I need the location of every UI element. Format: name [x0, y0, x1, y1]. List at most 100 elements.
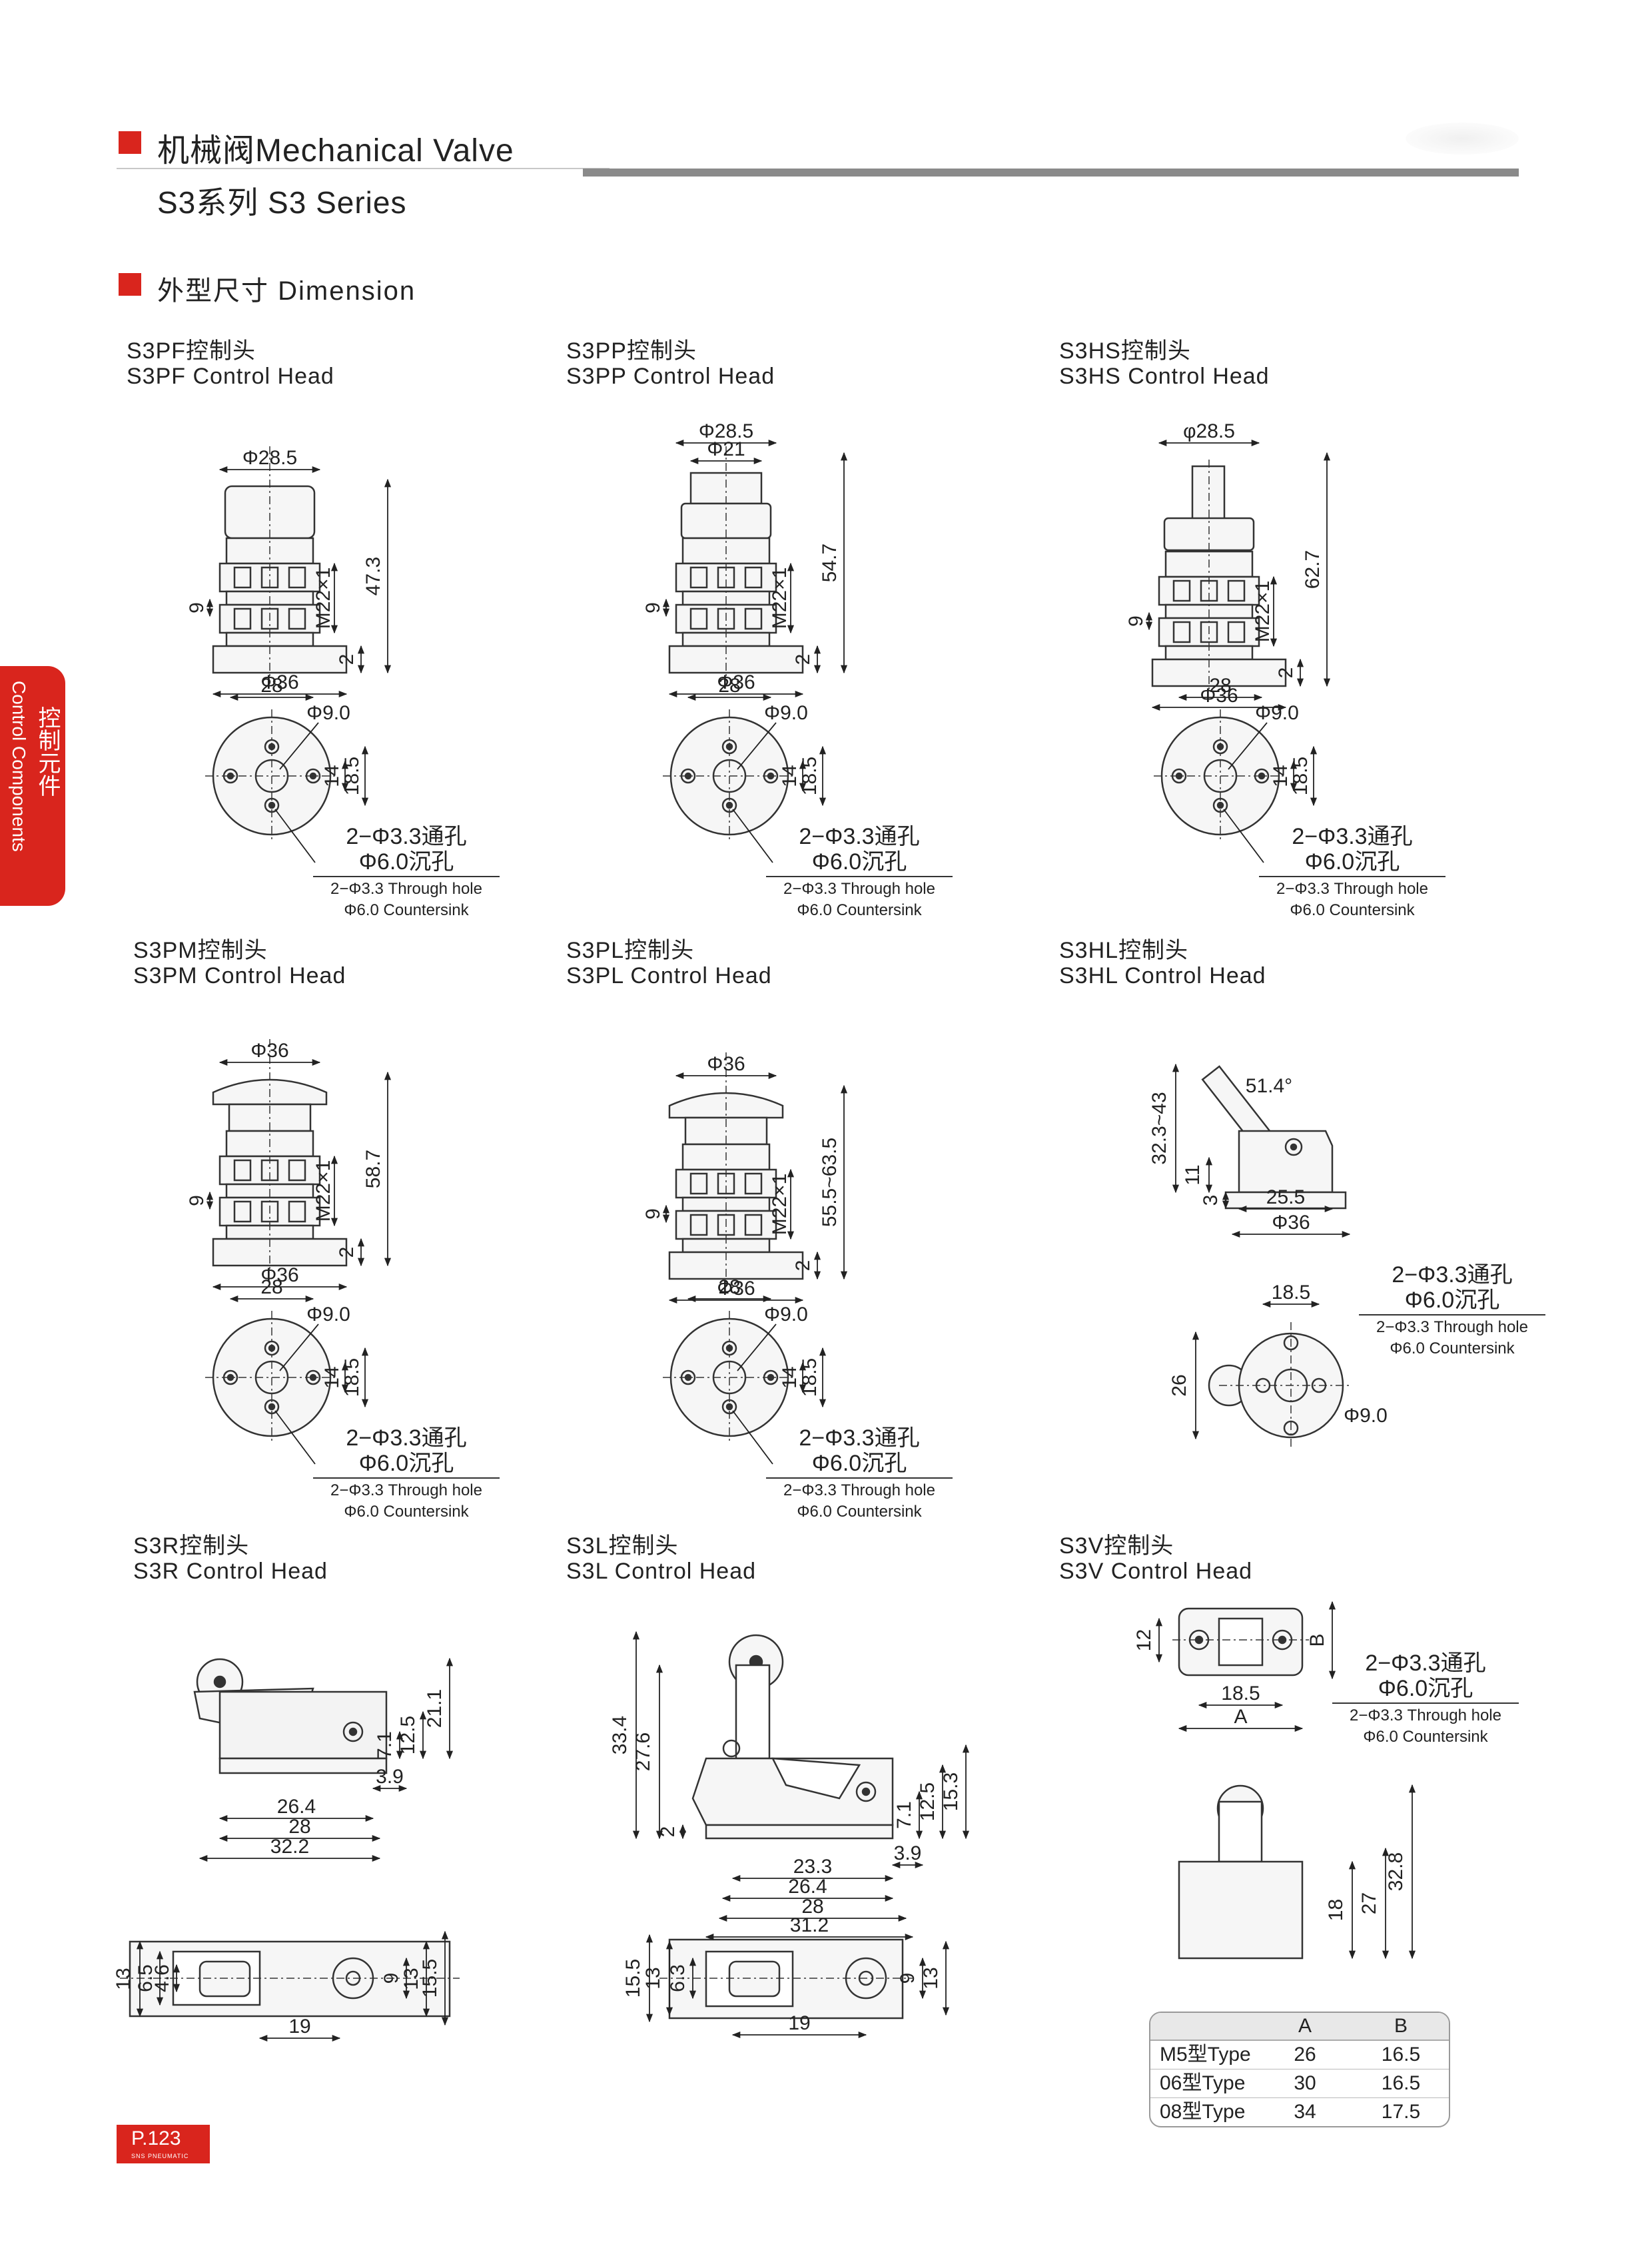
s3pp-top-dia-dim-label: Φ28.5 [699, 420, 753, 442]
s3pl-flange-outline [661, 1309, 797, 1445]
s3pp-hole-note: 2−Φ3.3通孔 Φ6.0沉孔 2−Φ3.3 Through hole Φ6.0… [766, 824, 953, 921]
s3r-125-dim-label: 12.5 [397, 1716, 419, 1754]
s3hl-185-dim-label: 18.5 [1272, 1282, 1310, 1304]
s3pp-side [668, 446, 804, 679]
s3r-28-dim-label: 28 [288, 1816, 310, 1838]
s3pp-flange-14-dim-label: 14 [779, 765, 801, 787]
header-rule-thick [583, 169, 1519, 177]
s3pl-top-dia-dim-label: Φ36 [707, 1053, 745, 1075]
sidebar-tab: Control Components 控制元件 [0, 666, 65, 906]
s3pp-nut-dim-label: 9 [642, 602, 664, 613]
s3v-a-dim-label: A [1234, 1706, 1247, 1728]
sidebar-label-zh: 控制元件 [34, 706, 61, 797]
s3pf-hole-leader [274, 809, 316, 863]
s3l-233-dim-label: 23.3 [793, 1856, 832, 1878]
s3l-2-dim-label: 2 [657, 1826, 679, 1838]
s3l-39-dim-label: 3.9 [894, 1842, 922, 1864]
s3pl-thread-dim-label: M22×1 [769, 1174, 791, 1236]
s3hl-height-dim-label: 32.3~43 [1148, 1092, 1170, 1164]
section-title: 外型尺寸 Dimension [157, 276, 416, 306]
s3pl-flange-14-dim-label: 14 [779, 1366, 801, 1388]
s3hs-knob [1191, 465, 1226, 521]
s3l-155-dim-label: 15.5 [622, 1959, 644, 1998]
s3pl-nut-dim-label: 9 [642, 1208, 664, 1220]
s3hs-base-h-dim-label: 2 [1275, 667, 1297, 679]
s3l-13b-dim-label: 13 [920, 1967, 942, 1989]
s3pf-flange-185-dim-label: 18.5 [341, 757, 363, 795]
s3r-13b-dim-label: 13 [400, 1968, 422, 1990]
type-dimension-table: A B M5型Type 26 16.5 06型Type 30 16.5 08型T… [1149, 2012, 1450, 2127]
s3pm-flange-14-dim-label: 14 [321, 1366, 343, 1388]
s3pp-base [668, 645, 804, 674]
s3hs-flange-w-dim-label: 28 [1209, 675, 1231, 697]
s3pf-nut-dim-label: 9 [186, 602, 208, 613]
s3hl-11-dim-label: 11 [1182, 1164, 1204, 1185]
s3hs-top-dia-dim-label: φ28.5 [1183, 420, 1235, 442]
s3hl-hole-note: 2−Φ3.3通孔 Φ6.0沉孔 2−Φ3.3 Through hole Φ6.0… [1359, 1262, 1545, 1359]
s3l-13-dim-label: 13 [642, 1967, 664, 1989]
s3pm-dia-leader [279, 1323, 319, 1371]
s3pp-thread-dim-label: M22×1 [769, 567, 791, 629]
s3pm-nut-dim-label: 9 [186, 1195, 208, 1206]
s3hs-height-dim-label: 62.7 [1302, 550, 1324, 589]
s3r-46-dim-label: 4.6 [151, 1964, 173, 1992]
s3hl-flange [1208, 1322, 1352, 1449]
s3pm-flange-outline [204, 1309, 340, 1445]
s3l-334-dim-label: 33.4 [609, 1716, 631, 1754]
brand-mark: SNS PNEUMATIC [131, 2153, 189, 2159]
s3pl-side [668, 1052, 804, 1286]
table-row: 08型Type 34 17.5 [1160, 2101, 1421, 2123]
s3pf-base-h-dim-label: 2 [336, 654, 358, 665]
s3v-top [1172, 1607, 1309, 1677]
table-header: A B [1150, 2013, 1449, 2041]
s3pp-base-h-dim-label: 2 [792, 654, 814, 665]
s3pf-side [212, 446, 348, 679]
s3pf-hole-note: 2−Φ3.3通孔 Φ6.0沉孔 2−Φ3.3 Through hole Φ6.0… [313, 824, 500, 921]
s3pp-flange-185-dim-label: 18.5 [799, 757, 821, 795]
s3l-276-dim-label: 27.6 [632, 1732, 654, 1771]
s3l-19-dim-label: 19 [788, 2012, 810, 2034]
table-row: M5型Type 26 16.5 [1150, 2041, 1449, 2069]
s3v-27-dim-label: 27 [1358, 1892, 1380, 1914]
s3hl-3-dim-label: 3 [1200, 1195, 1222, 1206]
s3pf-flange-14-dim-label: 14 [321, 765, 343, 787]
s3r-side [193, 1658, 388, 1774]
s3r-39-dim-label: 3.9 [376, 1766, 404, 1788]
s3hs-hole-note: 2−Φ3.3通孔 Φ6.0沉孔 2−Φ3.3 Through hole Φ6.0… [1259, 824, 1446, 921]
s3pf-thread-dim-label: M22×1 [312, 567, 334, 629]
s3l-28-dim-label: 28 [801, 1896, 823, 1918]
s3r-211-dim-label: 21.1 [424, 1689, 446, 1728]
s3pm-height-dim-label: 58.7 [362, 1150, 384, 1188]
s3l-264-dim-label: 26.4 [788, 1876, 827, 1898]
s3hs-dia-leader [1228, 722, 1268, 770]
header-glow [1406, 123, 1519, 155]
s3pf-flange-dia-label: Φ9.0 [306, 702, 350, 724]
s3hs-nut-dim-label: 9 [1125, 615, 1147, 627]
s3v-328-dim-label: 32.8 [1385, 1852, 1407, 1891]
s3r-155-dim-label: 15.5 [419, 1959, 441, 1998]
s3hl-angle-label: 51.4° [1246, 1075, 1292, 1097]
s3v-b-dim-label: B [1306, 1633, 1328, 1647]
s3pf-flange [204, 708, 340, 844]
s3hs-bot-dia-dim-label: Φ36 [1200, 685, 1238, 707]
s3r-71-dim-label: 7.1 [374, 1731, 396, 1759]
s3r-264-dim-label: 26.4 [277, 1796, 316, 1818]
s3pl-flange-dia-label: Φ9.0 [764, 1304, 808, 1325]
s3hs-flange-14-dim-label: 14 [1270, 765, 1292, 787]
s3r-13-dim-label: 13 [113, 1968, 135, 1990]
s3pf-top-dia-dim-label: Φ28.5 [242, 447, 297, 469]
s3hl-26-dim-label: 26 [1168, 1374, 1190, 1396]
s3v-side [1178, 1784, 1304, 1960]
s3pp-inner-dia-dim-label: Φ21 [707, 438, 745, 460]
s3pm-flange-dia-label: Φ9.0 [306, 1304, 350, 1325]
s3pf-bot-dia-dim-label: Φ36 [260, 671, 298, 693]
s3v-12-dim-label: 12 [1133, 1629, 1155, 1651]
s3r-65-dim-label: 6.5 [135, 1964, 157, 1992]
s3hs-flange-dia-label: Φ9.0 [1255, 702, 1299, 724]
s3pp-height-dim-label: 54.7 [819, 544, 841, 582]
